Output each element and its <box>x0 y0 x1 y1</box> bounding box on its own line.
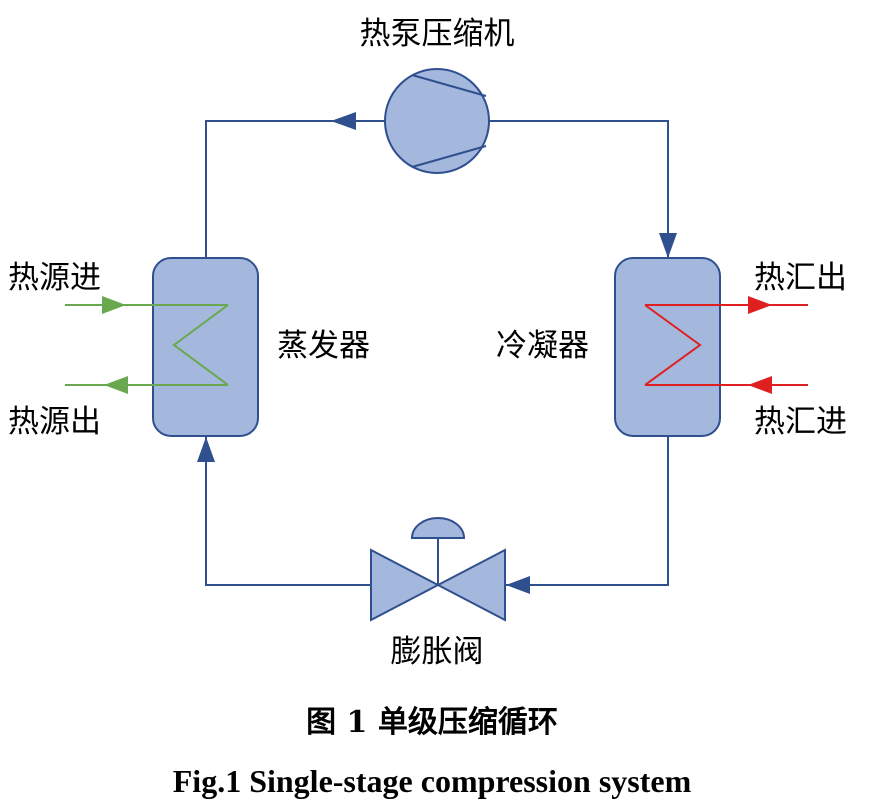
refrigerant-loop <box>205 120 669 586</box>
sink-out-label: 热汇出 <box>754 260 847 296</box>
sink-out-arrowhead <box>748 296 772 314</box>
pipe-valve-to-evaporator <box>205 436 371 586</box>
caption-zh: 图 1 单级压缩循环 <box>306 705 558 740</box>
caption-en: Fig.1 Single-stage compression system <box>173 763 692 799</box>
pipe-compressor-to-condenser <box>489 120 669 258</box>
condenser-icon <box>614 257 721 437</box>
sink-in-label: 热汇进 <box>754 404 847 440</box>
pipe-evaporator-to-compressor <box>205 120 385 258</box>
evaporator-icon <box>152 257 259 437</box>
evaporator-label: 蒸发器 <box>277 328 370 364</box>
source-in-label: 热源进 <box>8 260 101 296</box>
arrow-to-evaporator <box>197 437 215 462</box>
source-in-arrowhead <box>102 296 126 314</box>
sink-in-arrowhead <box>748 376 772 394</box>
sink-coil <box>644 304 702 386</box>
arrow-to-compressor <box>331 112 356 130</box>
heat-sink-stream <box>644 304 808 386</box>
compressor-label: 热泵压缩机 <box>360 16 515 52</box>
source-out-label: 热源出 <box>8 404 101 440</box>
pipe-condenser-to-valve <box>505 436 669 586</box>
arrow-to-valve <box>506 576 530 594</box>
compressor-icon <box>384 68 490 174</box>
expansion-valve-icon <box>370 517 506 622</box>
arrow-to-condenser <box>659 233 677 258</box>
condenser-label: 冷凝器 <box>496 328 589 364</box>
valve-label: 膨胀阀 <box>391 634 484 670</box>
source-out-arrowhead <box>104 376 128 394</box>
flow-arrows <box>197 112 677 594</box>
heat-source-stream <box>65 304 229 386</box>
source-coil <box>172 304 229 386</box>
